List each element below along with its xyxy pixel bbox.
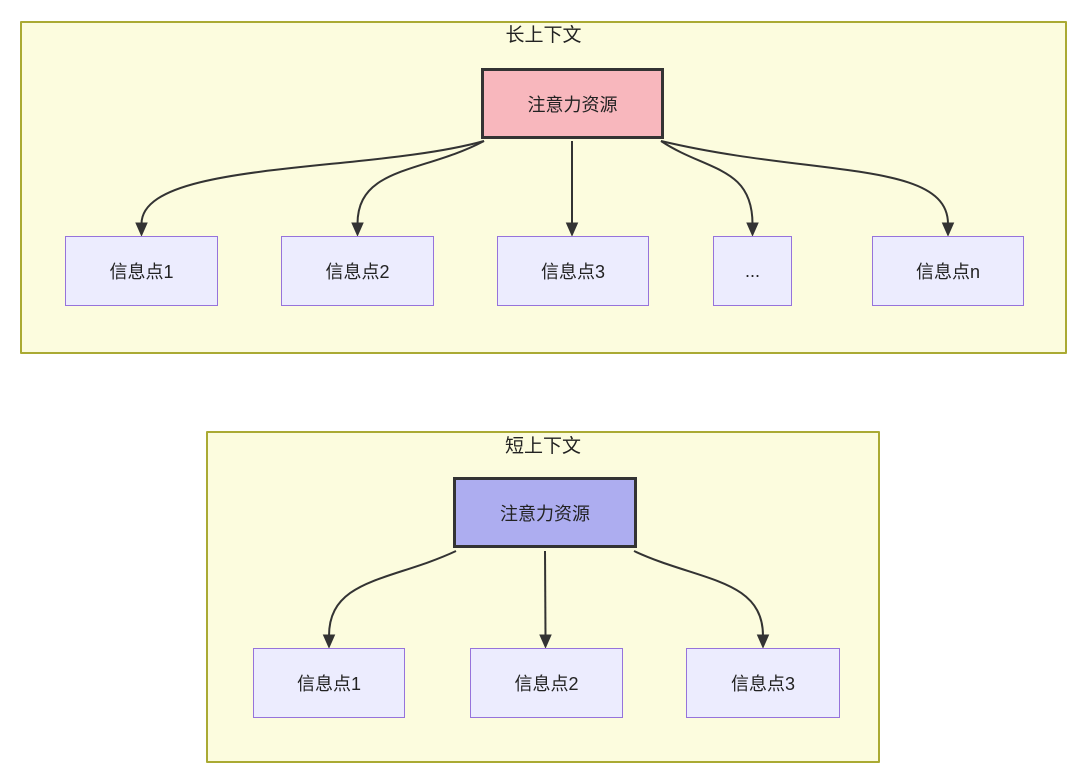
info-node-long-3: 信息点3 (497, 236, 649, 306)
info-node-long-n: 信息点n (872, 236, 1024, 306)
attention-node-short: 注意力资源 (453, 477, 637, 548)
info-node-long-n-label: 信息点n (915, 262, 980, 282)
attention-node-short-label: 注意力资源 (500, 503, 590, 524)
info-node-long-3-label: 信息点3 (540, 262, 605, 282)
info-node-short-3-label: 信息点3 (730, 674, 795, 694)
info-node-short-1-label: 信息点1 (296, 674, 361, 694)
info-node-long-2: 信息点2 (281, 236, 434, 306)
info-node-short-3: 信息点3 (686, 648, 840, 718)
info-node-short-2-label: 信息点2 (514, 674, 579, 694)
info-node-short-1: 信息点1 (253, 648, 405, 718)
attention-node-long: 注意力资源 (481, 68, 664, 139)
info-node-long-1-label: 信息点1 (109, 262, 174, 282)
info-node-short-2: 信息点2 (470, 648, 623, 718)
info-node-long-1: 信息点1 (65, 236, 218, 306)
info-node-long-2-label: 信息点2 (325, 262, 390, 282)
short-context-title: 短上下文 (504, 436, 581, 457)
long-context-title: 长上下文 (505, 25, 582, 46)
info-node-long-ellipsis: ... (713, 236, 792, 306)
attention-node-long-label: 注意力资源 (527, 94, 618, 115)
info-node-long-ellipsis-label: ... (744, 260, 760, 281)
